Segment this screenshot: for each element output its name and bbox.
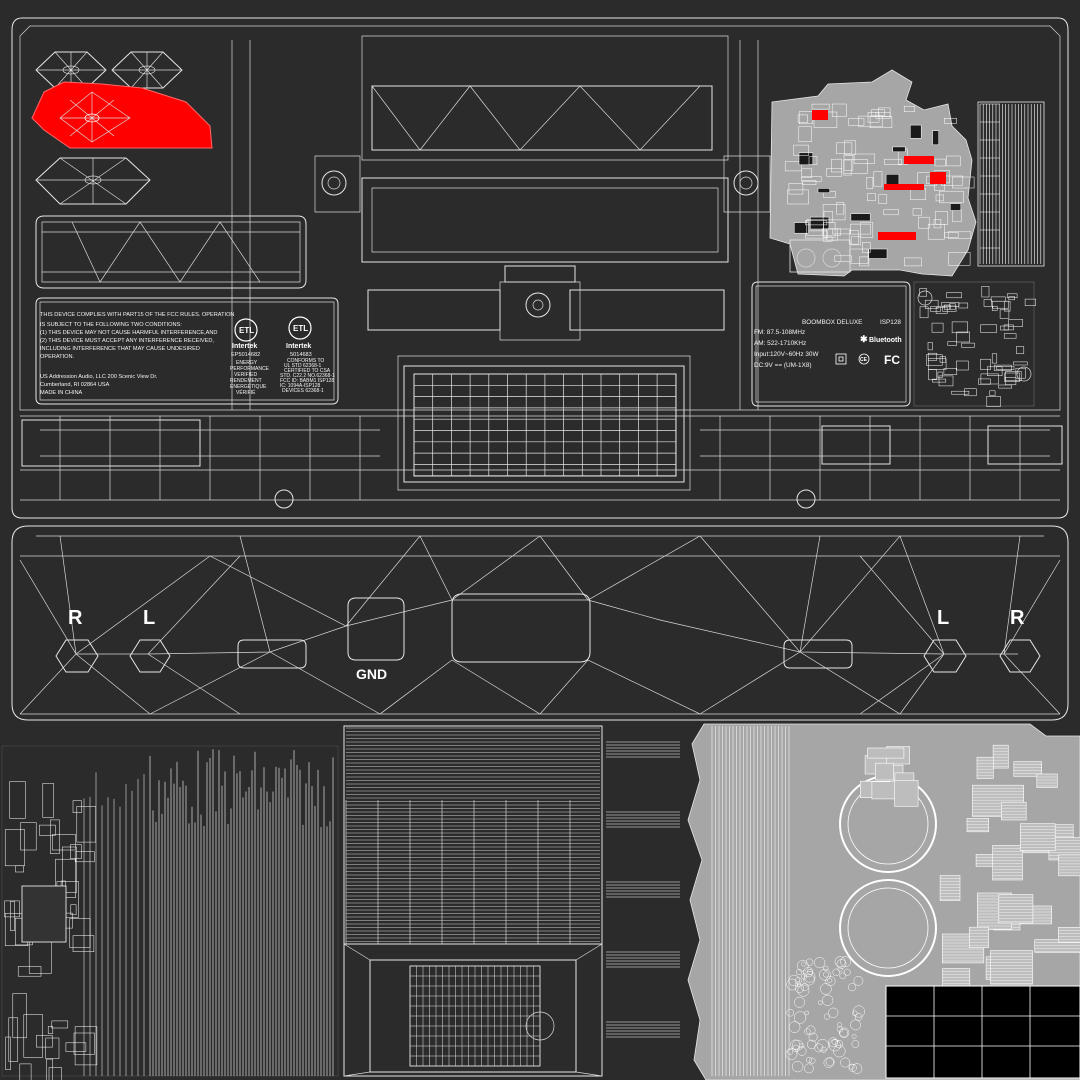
cert-right-line-3: CERTIFIED TO CSA — [284, 368, 331, 374]
cert-left-line-4: RENDEMENT — [230, 378, 262, 384]
black-grid-patch — [885, 985, 1080, 1079]
bluetooth-icon: ✱ — [860, 334, 868, 344]
etl-logo-right — [288, 316, 312, 340]
spec-model: ISP128 — [880, 319, 901, 326]
knob-cap-highlighted — [31, 81, 213, 149]
etl-cert-left: ETL Intertek EP5014682 ENERGY PERFORMANC… — [230, 318, 270, 396]
jack-left-r — [55, 639, 99, 673]
address-line-1: US Addression Audio, LLC 200 Scenic View… — [40, 374, 158, 380]
cert-right-line-2: UL STD 62368-1 — [284, 363, 322, 369]
cert-left-line-5: ÉNERGÉTIQUE — [230, 383, 267, 390]
fcc-line-3: (1) THIS DEVICE MAY NOT CAUSE HARMFUL IN… — [40, 330, 217, 336]
double-insulation-icon — [835, 353, 847, 365]
spec-line-3: Input:120V~60Hz 30W — [754, 351, 819, 358]
bottom-middle-box-uv — [343, 725, 680, 1077]
fc-mark: FC — [884, 353, 900, 367]
small-parts-right — [913, 281, 1036, 407]
cert-left-line-6: VÉRIFIÉ — [236, 389, 256, 396]
etl-logo-text-left: ETL — [239, 326, 254, 335]
channel-label-right-r: R — [1010, 607, 1025, 629]
channel-label-left-r: R — [68, 607, 83, 629]
gnd-terminal — [347, 597, 405, 661]
spec-line-2: AM: 522-1710KHz — [754, 340, 806, 347]
fcc-line-1: THIS DEVICE COMPLIES WITH PART15 OF THE … — [40, 312, 234, 318]
fcc-line-4: (2) THIS DEVICE MUST ACCEPT ANY INTERFER… — [40, 338, 214, 344]
red-mark-4 — [930, 172, 946, 184]
channel-label-right-l: L — [937, 607, 949, 629]
cert-number-left: EP5014682 — [231, 352, 260, 358]
cert-left-line-1: ENERGY — [236, 360, 258, 366]
center-screw-hole — [525, 292, 551, 318]
handle-strip-wire — [35, 215, 307, 289]
ce-mark-icon — [858, 353, 870, 365]
fcc-compliance-label: THIS DEVICE COMPLIES WITH PART15 OF THE … — [35, 297, 339, 405]
address-line-3: MADE IN CHINA — [40, 390, 83, 396]
etl-logo-text-right: ETL — [293, 324, 308, 333]
etl-logo-left — [234, 318, 258, 342]
intertek-brand-right: Intertek — [286, 343, 311, 350]
spec-label: BOOMBOX DELUXE ISP128 FM: 87.5-108MHz AM… — [751, 281, 911, 407]
small-parts-uv-island — [769, 69, 977, 277]
red-mark-2 — [904, 156, 934, 164]
jack-right-l — [923, 639, 967, 673]
fcc-line-6: OPERATION. — [40, 354, 75, 360]
cert-left-line-2: PERFORMANCE — [230, 366, 270, 372]
jack-left-l — [129, 639, 171, 673]
cert-number-right: 5014683 — [290, 352, 312, 358]
cert-right-line-6: IC: 1094A-ISP128 — [280, 383, 321, 389]
top-panel-uv-island — [11, 17, 1069, 519]
screw-hole-right — [733, 170, 759, 196]
fcc-line-5: INCLUDING INTERFERENCE THAT MAY CAUSE UN… — [40, 346, 200, 352]
cert-right-line-5: FCC ID: BABM1 ISP128 — [280, 378, 334, 384]
etl-cert-right: ETL Intertek 5014683 CONFORMS TO UL STD … — [280, 316, 335, 394]
channel-label-left-l: L — [143, 607, 155, 629]
red-mark-3 — [884, 184, 924, 190]
intertek-brand-left: Intertek — [232, 343, 257, 350]
cert-right-line-1: CONFORMS TO — [287, 358, 324, 364]
center-terminal — [451, 593, 591, 663]
spec-title: BOOMBOX DELUXE — [802, 319, 862, 326]
red-mark-1 — [812, 110, 828, 120]
cert-left-line-3: VERIFIED — [234, 372, 257, 378]
bluetooth-label: Bluetooth — [869, 337, 902, 344]
bottom-panel-uv-island: R L GND L R — [11, 525, 1069, 721]
spec-line-1: FM: 87.5-108MHz — [754, 329, 805, 336]
knob-cap-3 — [35, 157, 151, 205]
jack-right-r — [999, 639, 1041, 673]
cert-right-line-7: DEVICES 62368-1 — [282, 388, 324, 394]
knob-cap-wires — [31, 51, 213, 205]
cert-right-line-4: STD. C22.2 NO.62368-1 — [280, 373, 335, 379]
spec-line-4: DC:9V == (UM-1X8) — [754, 362, 812, 369]
ce-mark-label: CE — [860, 357, 868, 363]
address-line-2: Cumberland, RI 02864 USA — [40, 382, 110, 388]
screw-hole-left — [321, 170, 347, 196]
small-parts-cells — [784, 103, 975, 267]
bottom-right-gray-island — [687, 723, 1080, 1080]
fcc-line-2: IS SUBJECT TO THE FOLLOWING TWO CONDITIO… — [40, 322, 182, 328]
edge-strips-top-right — [977, 101, 1045, 267]
bottom-left-strips — [1, 745, 339, 1080]
red-mark-5 — [878, 232, 916, 240]
ground-label: GND — [356, 666, 387, 682]
speaker-grille-grid — [413, 373, 677, 477]
